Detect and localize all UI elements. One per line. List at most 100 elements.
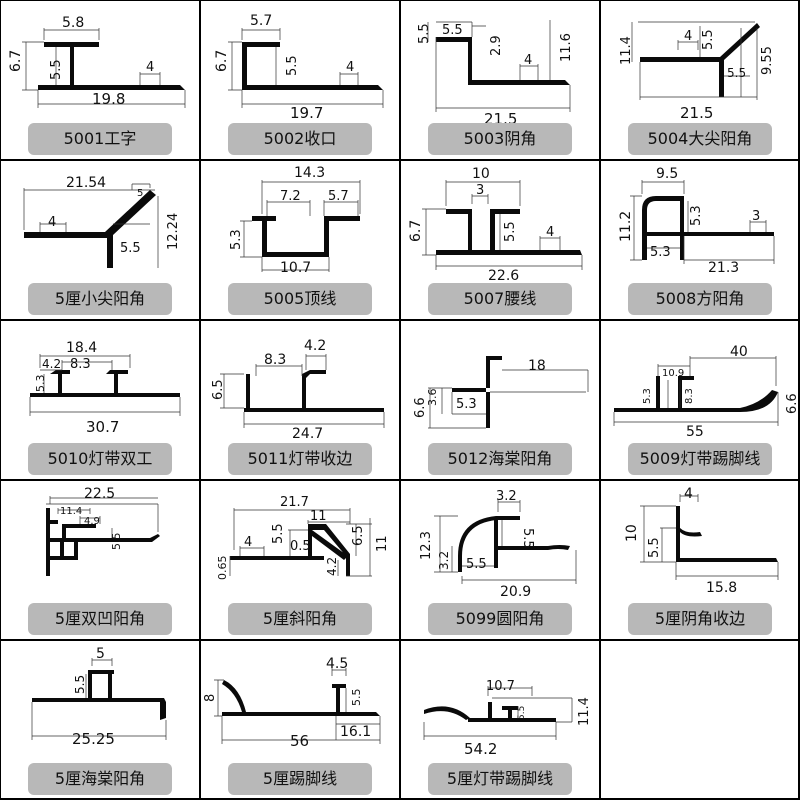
profile-card-5011: 8.3 4.2 6.5 24.7 5011灯带收边 (200, 320, 400, 480)
profile-card-double-groove-corner: 22.5 11.4 4.9 5.5 5厘双凹阳角 (0, 480, 200, 640)
dimension-lines (23, 183, 159, 268)
profile-drawing: 4.5 8 5.5 56 16.1 (203, 656, 381, 750)
profile-code-text: 5008方阳角 (655, 289, 745, 308)
dimension-lines (29, 354, 181, 416)
dim-label: 4.5 (326, 656, 348, 672)
dimension-lines (427, 20, 571, 112)
profile-code-label: 5099圆阳角 (428, 603, 572, 635)
dim-label: 24.7 (292, 426, 323, 442)
profile-code-label: 5012海棠阳角 (428, 443, 572, 475)
dim-label: 4 (346, 60, 354, 75)
profile-drawing: 14.3 7.2 5.7 5.3 10.7 (229, 165, 361, 276)
dimension-lines (214, 668, 381, 744)
profile-code-label: 5厘海棠阳角 (28, 763, 172, 795)
dim-label: 12.24 (166, 213, 181, 250)
dim-label: 25.25 (72, 730, 115, 748)
profile-shape (614, 376, 778, 412)
profile-code-text: 5厘灯带踢脚线 (446, 769, 554, 788)
dim-label: 55 (686, 424, 704, 440)
grid-line (798, 0, 800, 800)
profile-code-text: 5011灯带收边 (247, 449, 353, 468)
profile-drawing: 5 5.5 25.25 (31, 646, 167, 748)
profile-code-label: 5002收口 (228, 123, 372, 155)
dim-label: 5.5 (517, 706, 527, 720)
grid-line (199, 0, 201, 800)
profile-drawing: 11.4 4 5.5 9.55 5.5 21.5 (619, 21, 775, 122)
profile-card-5099: 3.2 5.5 12.3 3.2 5.5 20.9 5099圆阳角 (400, 480, 600, 640)
profile-shape (676, 506, 778, 562)
dim-label: 4.2 (42, 357, 61, 371)
dim-label: 30.7 (86, 418, 119, 436)
dim-label: 56 (290, 732, 309, 750)
dim-label: 5.5 (73, 675, 87, 694)
dim-label: 6.5 (211, 379, 226, 400)
dim-label: 8.3 (264, 352, 286, 368)
dimension-lines (613, 356, 779, 426)
profile-card-5009: 40 10.9 5.3 8.3 6.6 55 5009灯带踢脚线 (600, 320, 800, 480)
dimension-lines (631, 21, 758, 100)
dim-label: 5.5 (271, 523, 286, 544)
dim-label: 5.3 (456, 397, 477, 412)
profile-code-label: 5厘踢脚线 (228, 763, 372, 795)
profile-code-text: 5厘斜阳角 (262, 609, 338, 628)
dim-label: 4 (684, 486, 693, 502)
profile-code-text: 5厘双凹阳角 (54, 609, 146, 628)
dim-label: 10.7 (280, 260, 311, 276)
dim-label: 40 (730, 344, 748, 360)
profile-drawing: 10.7 5.5 11.4 54.2 (423, 679, 592, 758)
dimension-lines (640, 494, 779, 580)
dim-label: 6.6 (413, 397, 428, 418)
dim-label: 4.2 (325, 557, 339, 576)
dim-label: 10 (624, 524, 640, 542)
profile-drawing: 18.4 4.2 8.3 5.3 30.7 (29, 340, 181, 436)
profile-shape (436, 37, 570, 85)
profile-code-label: 5005顶线 (228, 283, 372, 315)
dim-label: 22.6 (488, 268, 519, 284)
dim-label: 18.4 (66, 340, 97, 356)
dimension-lines (434, 500, 577, 584)
profile-code-text: 5厘海棠阳角 (54, 769, 146, 788)
profile-code-text: 5002收口 (263, 129, 337, 148)
profile-code-text: 5010灯带双工 (47, 449, 153, 468)
dim-label: 4 (546, 225, 554, 240)
empty-cell (600, 640, 800, 800)
profile-shape (436, 209, 582, 255)
dim-label: 7.2 (280, 189, 301, 204)
profile-drawing: 3.2 5.5 12.3 3.2 5.5 20.9 (419, 489, 577, 600)
dim-label: 21.7 (280, 495, 309, 510)
profile-shape (222, 680, 380, 716)
dimension-lines (228, 28, 384, 108)
dim-label: 11.6 (559, 33, 574, 62)
profile-code-text: 5004大尖阳角 (647, 129, 753, 148)
dim-label: 11 (375, 535, 390, 552)
profile-card-5008: 9.5 11.2 5.3 3 5.3 21.3 5008方阳角 (600, 160, 800, 320)
profile-drawing: 8.3 4.2 6.5 24.7 (211, 338, 385, 442)
profile-card-5012: 18 6.6 3.6 5.3 5012海棠阳角 (400, 320, 600, 480)
dim-label: 5.3 (34, 375, 47, 393)
dim-label: 8.3 (70, 357, 91, 372)
profile-drawing: 9.5 11.2 5.3 3 5.3 21.3 (618, 166, 775, 276)
dim-label: 5.5 (701, 29, 716, 50)
dim-label: 5.7 (328, 189, 349, 204)
profile-card-begonia-corner-5mm: 5 5.5 25.25 5厘海棠阳角 (0, 640, 200, 800)
profile-card-5005: 14.3 7.2 5.7 5.3 10.7 5005顶线 (200, 160, 400, 320)
dim-label: 11 (310, 509, 327, 524)
dim-label: 21.54 (66, 175, 106, 191)
profile-code-label: 5厘阴角收边 (628, 603, 772, 635)
profile-code-text: 5012海棠阳角 (447, 449, 553, 468)
dim-label: 4.2 (304, 338, 326, 354)
dim-label: 20.9 (500, 584, 531, 600)
dim-label: 5 (137, 188, 143, 199)
dim-label: 9.55 (760, 46, 775, 75)
dim-label: 6.7 (408, 220, 424, 242)
profile-code-label: 5001工字 (28, 123, 172, 155)
dimension-lines (423, 686, 573, 740)
dim-label: 12.3 (419, 531, 434, 560)
dim-label: 3 (752, 209, 760, 224)
dim-label: 5.5 (727, 66, 746, 80)
dim-label: 4 (244, 535, 252, 550)
grid-line (0, 0, 1, 800)
dim-label: 16.1 (340, 724, 371, 740)
profile-card-inner-corner-trim: 4 10 5.5 15.8 5厘阴角收边 (600, 480, 800, 640)
dim-label: 5.5 (49, 59, 64, 80)
